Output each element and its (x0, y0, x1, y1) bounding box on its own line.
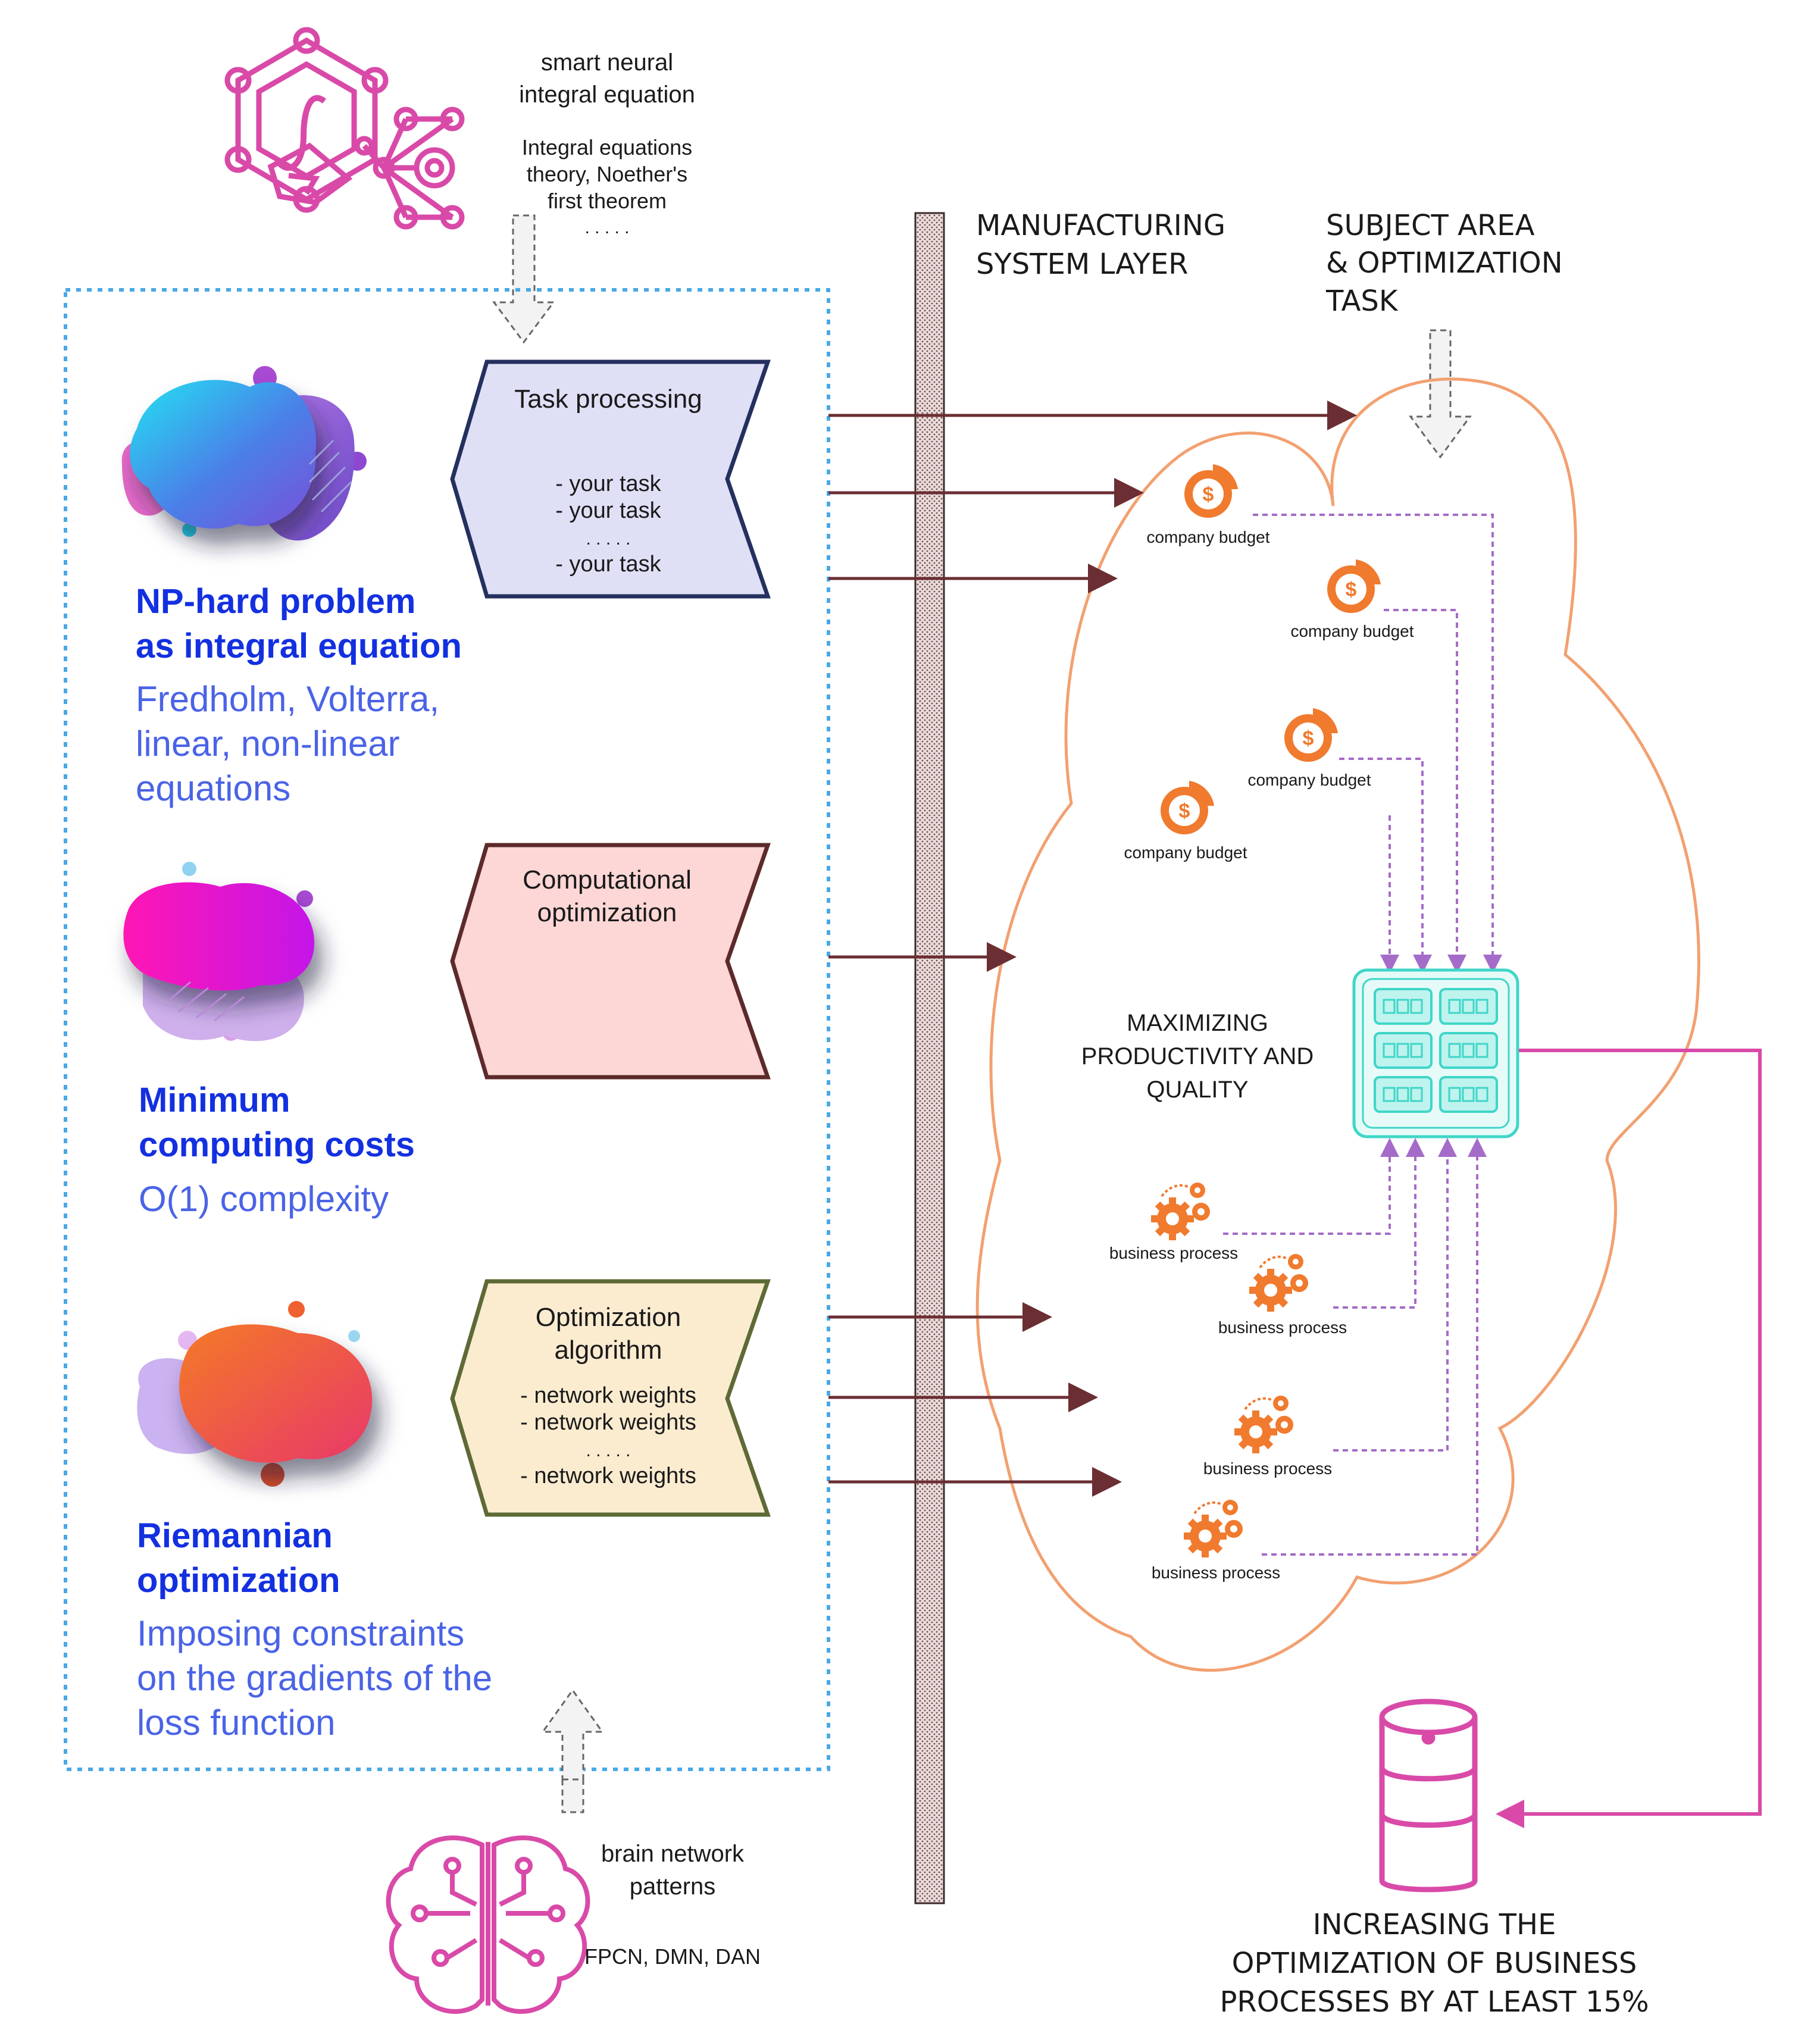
integral-network-icon (224, 27, 465, 230)
input-arrows (828, 401, 1357, 1497)
gears-icon (1234, 1396, 1293, 1453)
result-label-line1: INCREASING THE (1313, 1908, 1556, 1941)
manufacturing-layer-bar (914, 212, 945, 1904)
chevron-optimization-algorithm: Optimization algorithm - network weights… (450, 1279, 771, 1517)
chevron1-item4: - your task (555, 552, 661, 577)
budget-label-2: company budget (1290, 622, 1414, 640)
top-note-line2: integral equation (519, 82, 695, 108)
section1-sub-line3: equations (136, 768, 290, 808)
subject-label-line2: & OPTIMIZATION (1326, 246, 1563, 280)
chevron1-title: Task processing (514, 384, 702, 414)
top-note-line4: theory, Noether's (527, 162, 687, 186)
chevron-computational-optimization: Computational optimization (450, 843, 771, 1080)
database-icon (1379, 1699, 1478, 1893)
budget-pie-icon: $ (1284, 708, 1338, 762)
chevron1-item3: . . . . . (586, 529, 630, 549)
result-connector (1496, 1049, 1762, 1828)
chevron3-title-line2: algorithm (555, 1335, 662, 1365)
section1-sub-line2: linear, non-linear (136, 724, 400, 764)
blob-illustration-1 (121, 366, 367, 541)
chevron3-item1: - network weights (520, 1383, 696, 1408)
section2-title-line2: computing costs (139, 1125, 415, 1164)
section2-sub-line1: O(1) complexity (139, 1179, 389, 1219)
center-label-line1: MAXIMIZING (1127, 1010, 1268, 1036)
bottom-note-line3: FPCN, DMN, DAN (584, 1944, 761, 1969)
budget-pie-icon: $ (1161, 781, 1214, 834)
process-label-1: business process (1109, 1244, 1238, 1262)
process-connectors (1223, 1138, 1487, 1556)
chevron3-item2: - network weights (520, 1410, 696, 1435)
top-note-line5: first theorem (548, 189, 667, 213)
chevron2-title-line1: Computational (523, 865, 692, 894)
bottom-note-line2: patterns (630, 1873, 716, 1900)
section1-title-line2: as integral equation (136, 627, 462, 665)
subject-area-cloud (975, 377, 1700, 1672)
top-input-arrow (492, 214, 555, 344)
section1-title-line1: NP-hard problem (136, 582, 416, 621)
bottom-note-line1: brain network (601, 1841, 745, 1867)
server-rack-icon (1352, 968, 1519, 1138)
section3-title-line2: optimization (137, 1561, 340, 1600)
blob-illustration-2 (123, 862, 315, 1041)
budget-label-4: company budget (1124, 843, 1247, 862)
chevron3-item3: . . . . . (586, 1441, 630, 1460)
chevron3-item4: - network weights (520, 1463, 696, 1488)
svg-text:$: $ (1203, 483, 1214, 506)
svg-text:$: $ (1346, 578, 1357, 601)
gears-icon (1151, 1183, 1210, 1240)
svg-text:$: $ (1303, 727, 1314, 750)
process-label-2: business process (1218, 1318, 1347, 1337)
result-label-line2: OPTIMIZATION OF BUSINESS (1232, 1947, 1637, 1980)
chevron1-item2: - your task (555, 498, 661, 523)
chevron2-title-line2: optimization (537, 898, 677, 927)
section3-sub-line3: loss function (137, 1703, 336, 1743)
center-label-line2: PRODUCTIVITY AND (1081, 1043, 1314, 1069)
blob-illustration-3 (137, 1301, 373, 1487)
svg-text:$: $ (1179, 800, 1190, 822)
process-label-3: business process (1203, 1459, 1332, 1478)
center-label-line3: QUALITY (1146, 1077, 1248, 1103)
section3-title-line1: Riemannian (137, 1516, 333, 1555)
chevron-task-processing: Task processing - your task - your task … (450, 359, 771, 599)
process-label-4: business process (1152, 1563, 1280, 1582)
top-note-line3: Integral equations (522, 135, 692, 159)
manufacturing-label-line1: MANUFACTURING (976, 209, 1225, 242)
subject-label-line1: SUBJECT AREA (1326, 209, 1535, 242)
budget-connectors (1253, 514, 1502, 974)
chevron3-title-line1: Optimization (536, 1303, 681, 1332)
budget-label-1: company budget (1146, 528, 1269, 546)
section2-title-line1: Minimum (139, 1081, 290, 1119)
chevron1-item1: - your task (555, 471, 661, 496)
gears-icon (1184, 1500, 1243, 1557)
section3-sub-line2: on the gradients of the (137, 1658, 492, 1698)
manufacturing-label-line2: SYSTEM LAYER (976, 248, 1189, 281)
budget-pie-icon: $ (1327, 559, 1381, 613)
bottom-input-arrow (541, 1688, 604, 1813)
subject-input-arrow (1409, 329, 1472, 459)
result-label-line3: PROCESSES BY AT LEAST 15% (1219, 1985, 1649, 2019)
method-panel (64, 288, 830, 1771)
gears-icon (1249, 1254, 1308, 1312)
top-note-dots: . . . . . (584, 218, 629, 237)
budget-pie-icon: $ (1184, 464, 1238, 518)
section1-sub-line1: Fredholm, Volterra, (136, 679, 439, 719)
top-note-line1: smart neural (541, 49, 673, 76)
section3-sub-line1: Imposing constraints (137, 1613, 464, 1653)
subject-label-line3: TASK (1325, 284, 1399, 318)
brain-circuit-icon (386, 1835, 590, 2014)
budget-label-3: company budget (1247, 771, 1371, 789)
